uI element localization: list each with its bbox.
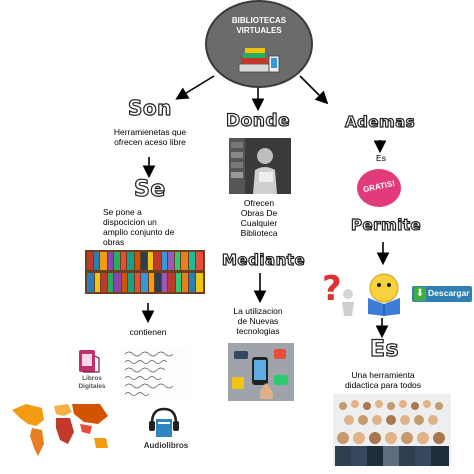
arrow-to-ademas [299,75,329,105]
audio-label: Audiolibros [143,441,189,450]
download-button[interactable]: ⬇ Descargar [412,286,472,302]
audiobook-icon [149,407,179,437]
gratis-badge: GRATIS! [357,169,401,207]
son-text: Herramienetas que ofrecen aceso libre [113,127,187,147]
world-heatmap-image [8,398,114,460]
handwriting-image [122,348,190,400]
svg-text:?: ? [322,269,342,309]
es-text: Una herramienta didactica para todos [344,370,422,390]
heading-permite: Permite [350,215,422,234]
books-pile-icon [238,48,280,73]
crowd-photo [333,394,451,466]
bookshelf-image [85,250,205,294]
gratis-badge-text: GRATIS! [362,178,396,195]
heading-es: Es [369,336,400,362]
mediante-text: La utilizacion de Nuevas tecnologias [233,306,283,336]
person-reading-photo [229,138,291,194]
heading-donde: Donde [225,110,291,131]
heading-se: Se [133,176,166,202]
heading-son: Son [127,95,172,120]
heading-ademas: Ademas [344,112,416,131]
reading-smiley-icon [368,273,400,316]
download-arrow-icon: ⬇ [414,287,426,301]
arrow-to-son [175,75,215,100]
ebook-icon [79,350,100,373]
technology-devices-image [228,343,294,401]
download-label: Descargar [428,288,470,298]
es-small-text: Es [376,153,386,163]
contienen-text: contienen [129,327,167,337]
donde-text: Ofrecen Obras De Cualquier Biblioteca [240,198,278,238]
heading-mediante: Mediante [221,250,306,269]
central-title: BIBLIOTECAS VIRTUALES [231,16,287,35]
question-mark-figure-icon: ? [322,269,354,316]
se-text: Se pone a dispocicion un amplio conjunto… [103,207,175,247]
central-node: BIBLIOTECAS VIRTUALES [205,0,313,88]
libros-label: Libros Digitales [78,375,106,390]
